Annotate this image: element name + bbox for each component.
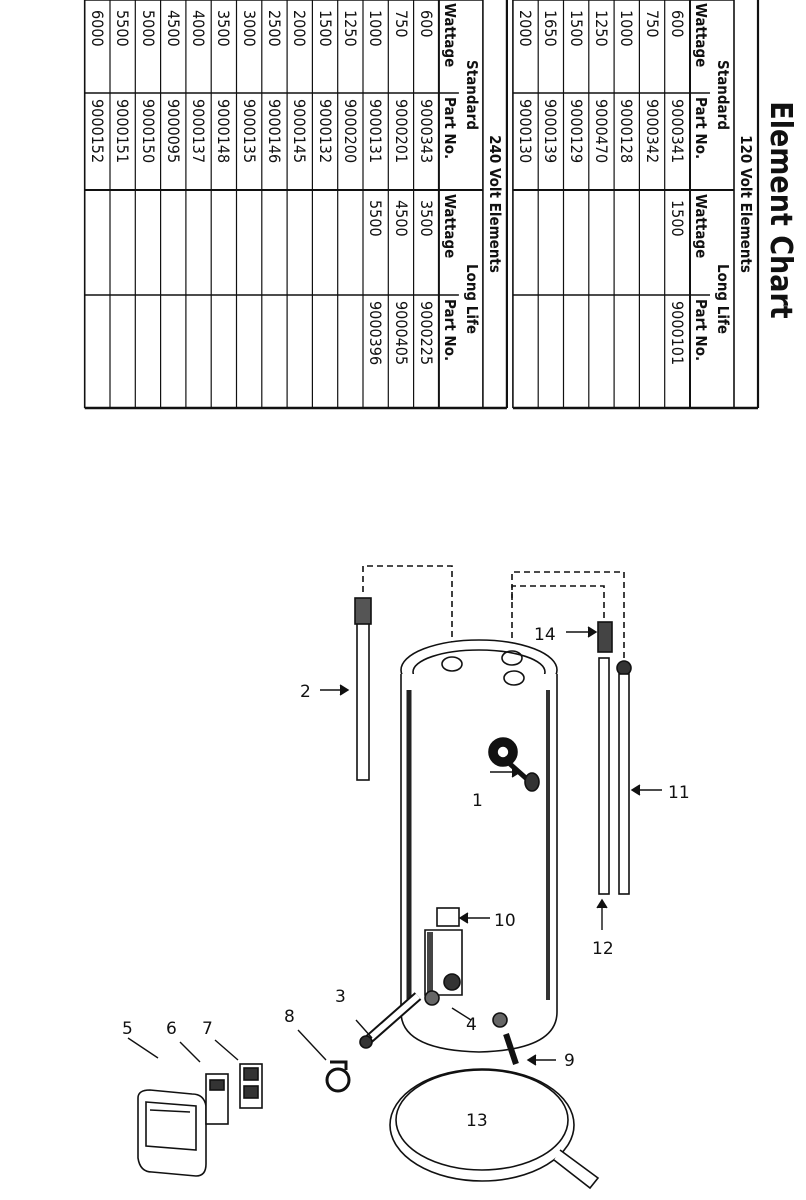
callout-11: 11 — [668, 783, 690, 803]
callout-3: 3 — [335, 987, 346, 1007]
callout-1: 1 — [472, 791, 483, 811]
insulation-pad — [205, 1073, 229, 1125]
callout-8: 8 — [284, 1007, 295, 1027]
callout-2: 2 — [300, 682, 311, 702]
callout-9: 9 — [564, 1051, 575, 1071]
anode-rod — [598, 657, 610, 895]
callout-arrows — [127, 626, 662, 1066]
callout-6: 6 — [166, 1019, 177, 1039]
heating-element — [359, 992, 422, 1049]
outlet-nipple — [618, 673, 630, 895]
callout-14: 14 — [534, 625, 556, 645]
chart-grid-lines — [83, 0, 760, 410]
rating-label-plate — [436, 907, 460, 927]
callout-labels: 1 2 3 4 5 6 7 8 9 10 11 12 13 14 — [122, 625, 690, 1131]
callout-13: 13 — [466, 1111, 488, 1131]
thermostat — [239, 1063, 263, 1109]
dip-tube — [354, 597, 372, 781]
dashed-connector-11 — [511, 571, 625, 662]
dashed-connector-14 — [511, 585, 605, 648]
callout-12: 12 — [592, 939, 614, 959]
dashed-connector-2 — [362, 565, 453, 648]
callout-4: 4 — [466, 1015, 477, 1035]
callout-5: 5 — [122, 1019, 133, 1039]
element-gasket — [325, 1060, 351, 1093]
drain-pan — [389, 1068, 600, 1190]
callout-10: 10 — [494, 911, 516, 931]
anode-fitting — [597, 621, 613, 653]
access-cover — [137, 1089, 207, 1177]
callout-7: 7 — [202, 1019, 213, 1039]
